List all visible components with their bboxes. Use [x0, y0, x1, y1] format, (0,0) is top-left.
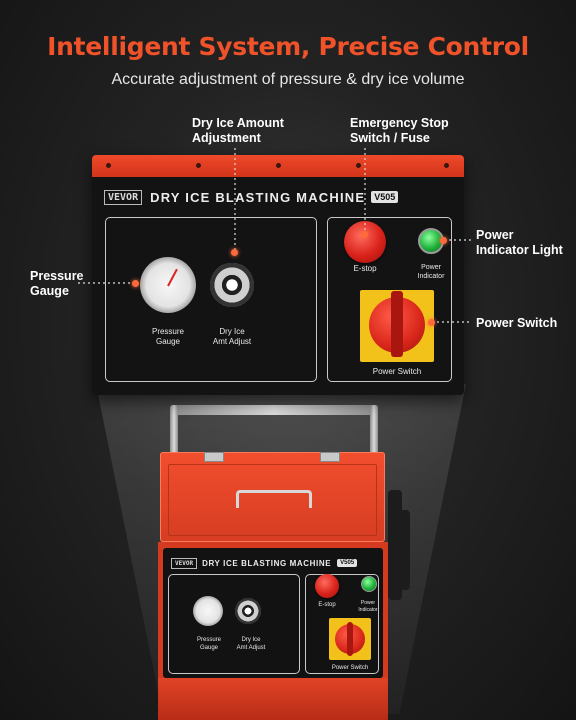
side-connector — [400, 510, 410, 590]
lid-hinge-right — [320, 452, 340, 462]
lower-title-row: VEVOR DRY ICE BLASTING MACHINE V505 — [171, 556, 375, 570]
subheadline: Accurate adjustment of pressure & dry ic… — [111, 71, 465, 88]
callout-power-indicator: Power Indicator Light — [476, 228, 563, 257]
lower-label-estop: E-stop — [318, 602, 336, 608]
hopper-lid — [160, 452, 385, 542]
switch-frame — [327, 217, 452, 382]
lower-label-dry-ice: Dry Ice Amt Adjust — [236, 637, 266, 651]
model-badge: V505 — [371, 191, 399, 203]
brand-logo: VEVOR — [104, 189, 143, 205]
lid-handle — [236, 490, 312, 508]
label-estop: E-stop — [353, 264, 377, 273]
knob-icon[interactable] — [210, 263, 254, 307]
machine-base — [158, 678, 388, 720]
lower-switch-frame — [305, 574, 379, 674]
push-handle-bar — [170, 405, 378, 415]
push-handle-left — [170, 405, 178, 455]
panel-title-row: VEVOR DRY ICE BLASTING MACHINE V505 — [104, 188, 452, 206]
label-pressure-gauge: Pressure Gauge — [151, 327, 184, 346]
enlarged-control-panel: VEVOR DRY ICE BLASTING MACHINE V505 Pres… — [92, 155, 464, 395]
lower-rotary-handle — [347, 622, 353, 656]
label-power-indicator: Power Indicator — [417, 264, 445, 280]
callout-pressure-gauge: Pressure Gauge — [30, 269, 84, 298]
side-hose — [388, 490, 402, 600]
pressure-gauge-icon — [140, 257, 196, 313]
knob-icon[interactable] — [235, 598, 261, 624]
gauge-needle — [167, 268, 178, 287]
lower-label-power-switch: Power Switch — [331, 665, 369, 671]
lid-inner-frame — [168, 464, 377, 536]
lower-label-indicator: Power Indicator — [358, 600, 378, 613]
panel-red-trim — [92, 155, 464, 177]
lower-label-pressure: Pressure Gauge — [196, 637, 221, 651]
lower-model-badge: V505 — [337, 559, 358, 567]
callout-emergency-stop: Emergency Stop Switch / Fuse — [350, 116, 449, 145]
marker-dot-estop — [361, 231, 368, 238]
lower-gauge-frame — [168, 574, 300, 674]
lower-machine-title: DRY ICE BLASTING MACHINE — [202, 558, 332, 568]
lower-brand-logo: VEVOR — [171, 557, 198, 569]
headline: Intelligent System, Precise Control — [47, 32, 529, 61]
lower-control-panel: VEVOR DRY ICE BLASTING MACHINE V505 Pres… — [163, 548, 383, 678]
marker-dot-pressure — [132, 280, 139, 287]
rotary-handle — [391, 291, 403, 357]
callout-power-switch: Power Switch — [476, 316, 558, 330]
indicator-light-icon — [361, 576, 377, 592]
marker-dot-power-switch — [428, 319, 435, 326]
marker-dot-dry-ice — [231, 249, 238, 256]
machine-title: DRY ICE BLASTING MACHINE — [150, 189, 366, 205]
estop-button-icon[interactable] — [315, 574, 339, 598]
lid-hinge-left — [204, 452, 224, 462]
label-power-switch: Power Switch — [372, 367, 422, 376]
push-handle-right — [370, 405, 378, 455]
label-dry-ice-adjust: Dry Ice Amt Adjust — [212, 327, 252, 346]
callout-dry-ice-adjust: Dry Ice Amount Adjustment — [192, 116, 284, 145]
marker-dot-indicator — [440, 237, 447, 244]
gauge-frame — [105, 217, 317, 382]
pressure-gauge-icon — [193, 596, 223, 626]
estop-button-icon[interactable] — [344, 221, 386, 263]
